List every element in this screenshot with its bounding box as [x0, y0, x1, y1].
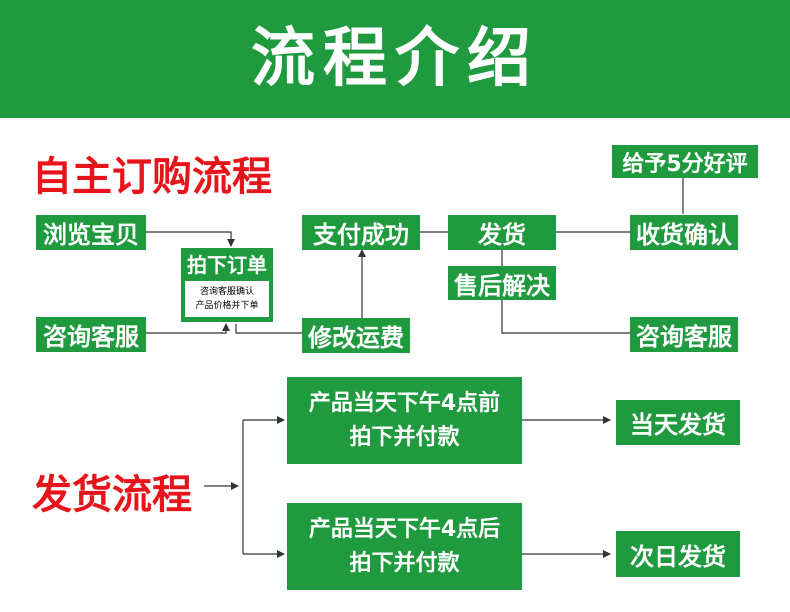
confirm-receipt-box: 收货确认 — [630, 215, 738, 250]
order-before-4pm-line-2: 拍下并付款 — [349, 424, 460, 450]
order-after-4pm-box: 产品当天下午4点后 拍下并付款 — [287, 503, 522, 590]
order-before-4pm-line-1: 产品当天下午4点前 — [308, 390, 501, 416]
ship-box: 发货 — [448, 215, 556, 250]
consult-service-box-left: 咨询客服 — [36, 317, 146, 352]
order-before-4pm-box: 产品当天下午4点前 拍下并付款 — [287, 377, 522, 464]
place-order-note-line-2: 产品价格并下单 — [195, 301, 259, 311]
order-flow-title: 自主订购流程 — [32, 154, 272, 200]
browse-products-box: 浏览宝贝 — [36, 215, 146, 250]
consult-service-box-right: 咨询客服 — [630, 317, 738, 352]
page-title: 流程介绍 — [251, 22, 539, 96]
five-star-review-box: 给予5分好评 — [612, 145, 758, 178]
shipping-flow-title: 发货流程 — [32, 472, 192, 518]
modify-shipping-box: 修改运费 — [302, 318, 410, 353]
place-order-note-line-1: 咨询客服确认 — [199, 287, 254, 297]
order-after-4pm-line-2: 拍下并付款 — [349, 550, 460, 576]
same-day-shipping-box: 当天发货 — [616, 400, 740, 445]
place-order-box: 拍下订单 咨询客服确认 产品价格并下单 — [181, 248, 273, 322]
place-order-label: 拍下订单 — [187, 253, 267, 277]
header-banner: 流程介绍 — [0, 0, 790, 118]
after-sales-box: 售后解决 — [448, 266, 556, 300]
order-after-4pm-line-1: 产品当天下午4点后 — [308, 516, 501, 542]
payment-success-box: 支付成功 — [302, 215, 420, 250]
place-order-note: 咨询客服确认 产品价格并下单 — [185, 281, 269, 317]
next-day-shipping-box: 次日发货 — [616, 531, 740, 577]
